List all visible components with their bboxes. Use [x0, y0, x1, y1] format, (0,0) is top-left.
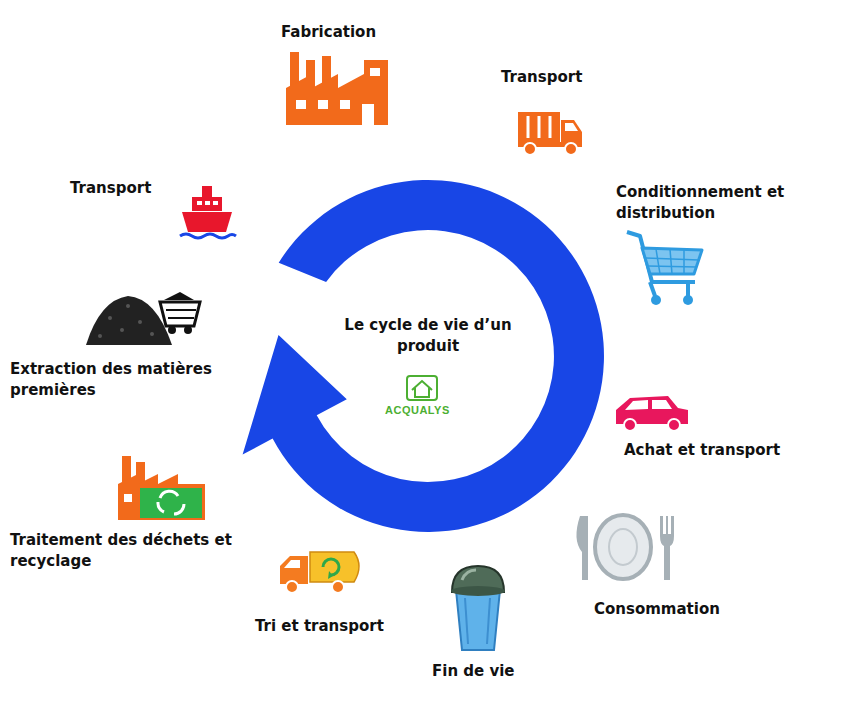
stage-label: Consommation	[594, 599, 794, 620]
ship-icon	[180, 186, 236, 238]
stage-label: Fin de vie	[432, 661, 582, 682]
logo-icon	[407, 376, 437, 400]
stage-label: Extraction des matières premières	[10, 359, 265, 401]
factory-icon	[286, 52, 388, 125]
stage-label: Transport	[70, 178, 220, 199]
car-icon	[616, 396, 688, 431]
recycling-truck-icon	[280, 552, 359, 593]
truck-icon	[518, 112, 582, 155]
stage-label: Conditionnement et distribution	[616, 182, 831, 224]
diagram-title: Le cycle de vie d’un produit	[343, 315, 513, 357]
cart-icon	[627, 232, 702, 296]
stage-label: Achat et transport	[624, 440, 839, 461]
stage-label: Traitement des déchets et recyclage	[10, 530, 240, 572]
stage-label: Tri et transport	[255, 616, 445, 637]
stage-label: Fabrication	[281, 22, 441, 43]
cycle-arrow	[243, 180, 604, 532]
recycling-plant-icon	[118, 456, 205, 520]
trash-can-icon	[451, 566, 505, 650]
stage-label: Transport	[501, 67, 661, 88]
plate-icon	[576, 515, 674, 580]
logo-text: ACQUALYS	[385, 404, 465, 417]
coal-heap-icon	[86, 292, 200, 345]
